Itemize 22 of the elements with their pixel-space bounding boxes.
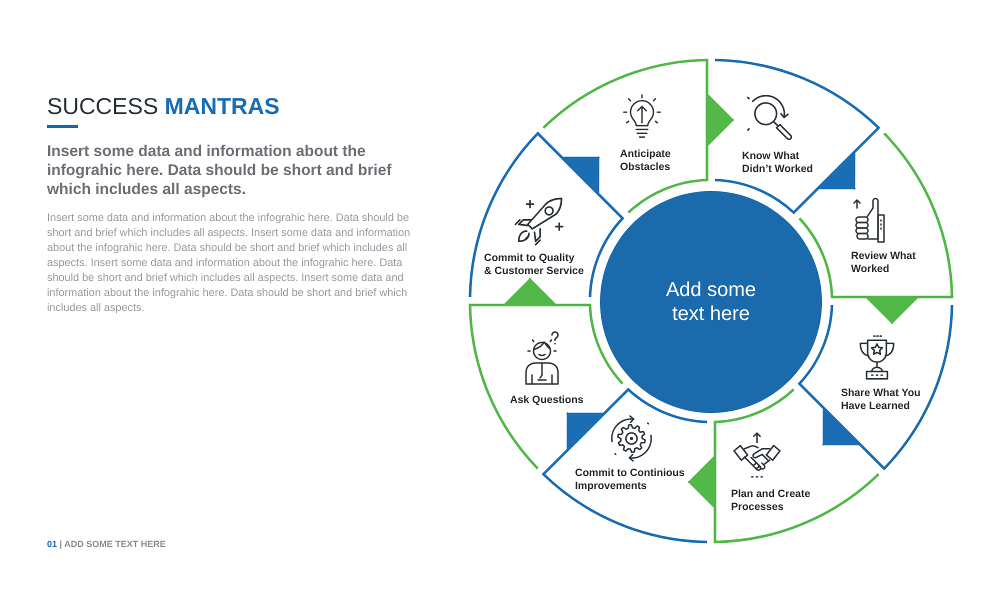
- center-text: Add some text here: [665, 278, 757, 326]
- subtitle: Insert some data and information about the infograhic here. Data should be short and brief which includes all aspects.: [47, 142, 392, 199]
- segment-label: Plan and Create Processes: [731, 488, 812, 513]
- arrow: [566, 412, 605, 451]
- segment-label: Ask Questions: [510, 394, 585, 406]
- segment-label: Know What Didn’t Worked: [742, 150, 814, 175]
- segment-label: Anticipate Obstacles: [620, 148, 672, 173]
- arrow: [688, 455, 715, 509]
- segment-label: Share What You Have Learned: [841, 387, 922, 412]
- segment-label: Commit to Continious Improvements: [575, 467, 686, 492]
- title: SUCCESS MANTRAS: [47, 92, 280, 120]
- body-text: Insert some data and information about the infograhic here. Data should be short and brief which includes all aspects. Insert some data and information about the infograhic here. Data should be short and brief which includes all aspects. Insert some data and information about the infograhic here. Data should be short and brief which includes all aspects. Insert some data and information about the infograhic here. Data should be short and brief which includes all aspects.: [47, 211, 412, 316]
- center-circle: [600, 190, 822, 412]
- arrow: [817, 151, 856, 190]
- footer-text: 01 | ADD SOME TEXT HERE: [47, 539, 166, 550]
- arrow: [865, 297, 919, 324]
- arrow: [503, 278, 557, 305]
- arrow: [561, 156, 600, 195]
- segment-label: Commit to Quality & Customer Service: [484, 252, 585, 277]
- arrow: [707, 93, 734, 147]
- arrow: [822, 407, 861, 446]
- segment-label: Review What Worked: [851, 250, 917, 275]
